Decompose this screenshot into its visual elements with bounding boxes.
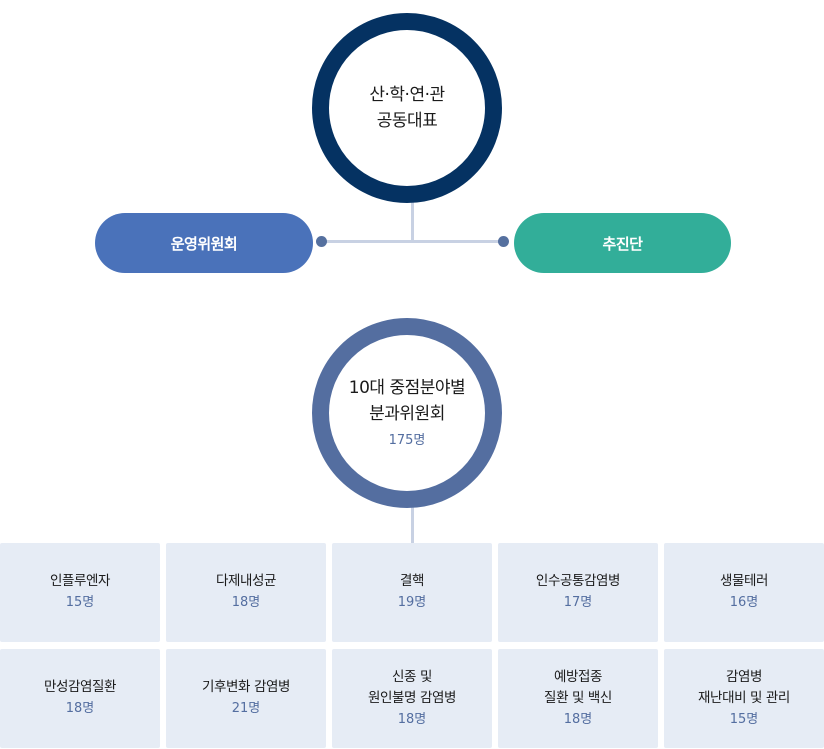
horizontal-connector xyxy=(320,240,506,243)
committee-name: 기후변화 감염병 xyxy=(201,679,291,695)
committee-count: 15명 xyxy=(65,595,95,610)
committee-count: 17명 xyxy=(563,595,593,610)
committee-name: 감염병 재난대비 및 관리 xyxy=(698,668,790,706)
committee-name: 신종 및 원인불명 감염병 xyxy=(367,668,457,706)
bottom-vertical-connector xyxy=(411,505,414,545)
committee-card: 인수공통감염병 17명 xyxy=(498,543,658,642)
committee-count: 18명 xyxy=(563,711,593,727)
committee-name: 생물테러 xyxy=(719,573,769,589)
promotion-group-label: 추진단 xyxy=(602,234,643,253)
committee-count: 18명 xyxy=(397,711,427,727)
promotion-group-pill: 추진단 xyxy=(514,213,731,273)
committee-card: 결핵 19명 xyxy=(332,543,492,642)
committee-card: 감염병 재난대비 및 관리 15명 xyxy=(664,649,824,748)
top-circle-line1: 산·학·연·관 xyxy=(369,85,445,105)
committee-card: 생물테러 16명 xyxy=(664,543,824,642)
committee-name: 예방접종 질환 및 백신 xyxy=(544,668,612,706)
subcommittee-circle: 10대 중점분야별 분과위원회 175명 xyxy=(312,318,502,508)
top-circle-line2: 공동대표 xyxy=(376,111,438,131)
committee-card: 인플루엔자 15명 xyxy=(0,543,160,642)
mid-circle-count: 175명 xyxy=(388,433,426,448)
committee-card: 기후변화 감염병 21명 xyxy=(166,649,326,748)
left-connector-dot xyxy=(316,236,327,247)
committee-name: 만성감염질환 xyxy=(43,679,117,695)
right-connector-dot xyxy=(498,236,509,247)
committee-name: 인수공통감염병 xyxy=(535,573,621,589)
committee-name: 인플루엔자 xyxy=(49,573,111,589)
committee-count: 15명 xyxy=(729,711,759,727)
joint-representative-circle: 산·학·연·관 공동대표 xyxy=(312,13,502,203)
committee-count: 18명 xyxy=(231,595,261,610)
committee-name: 결핵 xyxy=(399,573,425,589)
top-vertical-connector xyxy=(411,201,414,243)
committee-count: 16명 xyxy=(729,595,759,610)
committee-count: 18명 xyxy=(65,701,95,716)
committee-count: 19명 xyxy=(397,595,427,610)
steering-committee-label: 운영위원회 xyxy=(170,234,238,253)
committee-card: 예방접종 질환 및 백신 18명 xyxy=(498,649,658,748)
mid-circle-line1: 10대 중점분야별 xyxy=(348,378,466,398)
mid-circle-line2: 분과위원회 xyxy=(369,404,445,424)
committee-count: 21명 xyxy=(231,701,261,716)
committee-card: 신종 및 원인불명 감염병 18명 xyxy=(332,649,492,748)
committee-card: 만성감염질환 18명 xyxy=(0,649,160,748)
committee-card: 다제내성균 18명 xyxy=(166,543,326,642)
committee-name: 다제내성균 xyxy=(215,573,277,589)
steering-committee-pill: 운영위원회 xyxy=(95,213,313,273)
